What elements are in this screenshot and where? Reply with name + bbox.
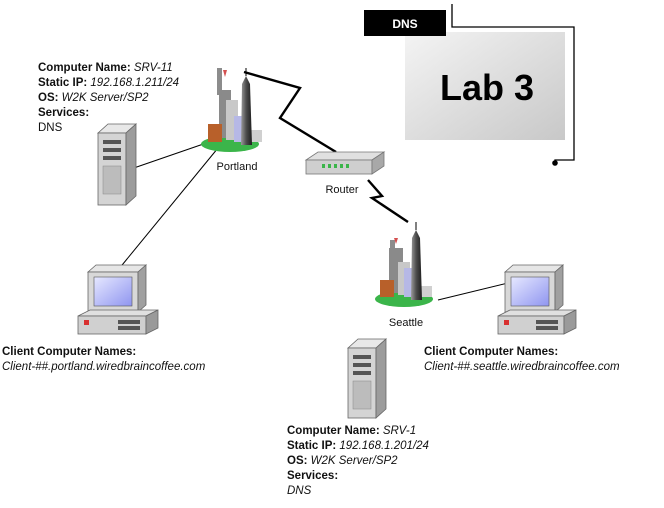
svg-text:Client Computer Names:: Client Computer Names:	[424, 346, 558, 358]
svg-text:Static IP: 192.168.1.201/24: Static IP: 192.168.1.201/24	[287, 440, 429, 452]
svg-text:OS: W2K Server/SP2: OS: W2K Server/SP2	[38, 92, 149, 104]
svg-text:Client-##.portland.wiredbrainc: Client-##.portland.wiredbraincoffee.com	[2, 361, 206, 373]
svg-text:Computer Name: SRV-11: Computer Name: SRV-11	[38, 62, 173, 74]
lab-title: Lab 3	[440, 67, 534, 108]
svg-text:DNS: DNS	[287, 485, 312, 497]
seattle-client-info: Client Computer Names: Client-##.seattle…	[424, 346, 620, 373]
portland-client-info: Client Computer Names: Client-##.portlan…	[2, 346, 206, 373]
seattle-city-icon	[375, 222, 433, 307]
dns-tag-label: DNS	[392, 17, 417, 31]
portland-city-label: Portland	[217, 161, 258, 173]
svg-text:Client Computer Names:: Client Computer Names:	[2, 346, 136, 358]
svg-text:Static IP: 192.168.1.211/24: Static IP: 192.168.1.211/24	[38, 77, 179, 89]
connection-lines	[117, 70, 513, 301]
seattle-server-info: Computer Name: SRV-1 Static IP: 192.168.…	[287, 425, 429, 497]
seattle-city-label: Seattle	[389, 317, 423, 329]
connector-dot	[552, 160, 558, 166]
svg-text:DNS: DNS	[38, 122, 63, 134]
router-icon	[304, 151, 386, 175]
svg-text:Services:: Services:	[287, 470, 338, 482]
seattle-server-icon	[346, 338, 388, 419]
seattle-client-computer-icon	[497, 264, 577, 335]
portland-server-info: Computer Name: SRV-11 Static IP: 192.168…	[38, 62, 179, 134]
svg-text:OS: W2K Server/SP2: OS: W2K Server/SP2	[287, 455, 398, 467]
router-label: Router	[325, 184, 358, 196]
portland-server-icon	[96, 123, 138, 206]
dns-tag-box	[364, 10, 446, 36]
svg-text:Services:: Services:	[38, 107, 89, 119]
svg-text:Client-##.seattle.wiredbrainco: Client-##.seattle.wiredbraincoffee.com	[424, 361, 620, 373]
lab-title-box: Lab 3 DNS	[364, 4, 575, 166]
portland-city-icon	[201, 68, 262, 152]
svg-text:Computer Name: SRV-1: Computer Name: SRV-1	[287, 425, 416, 437]
portland-client-computer-icon	[77, 264, 159, 335]
